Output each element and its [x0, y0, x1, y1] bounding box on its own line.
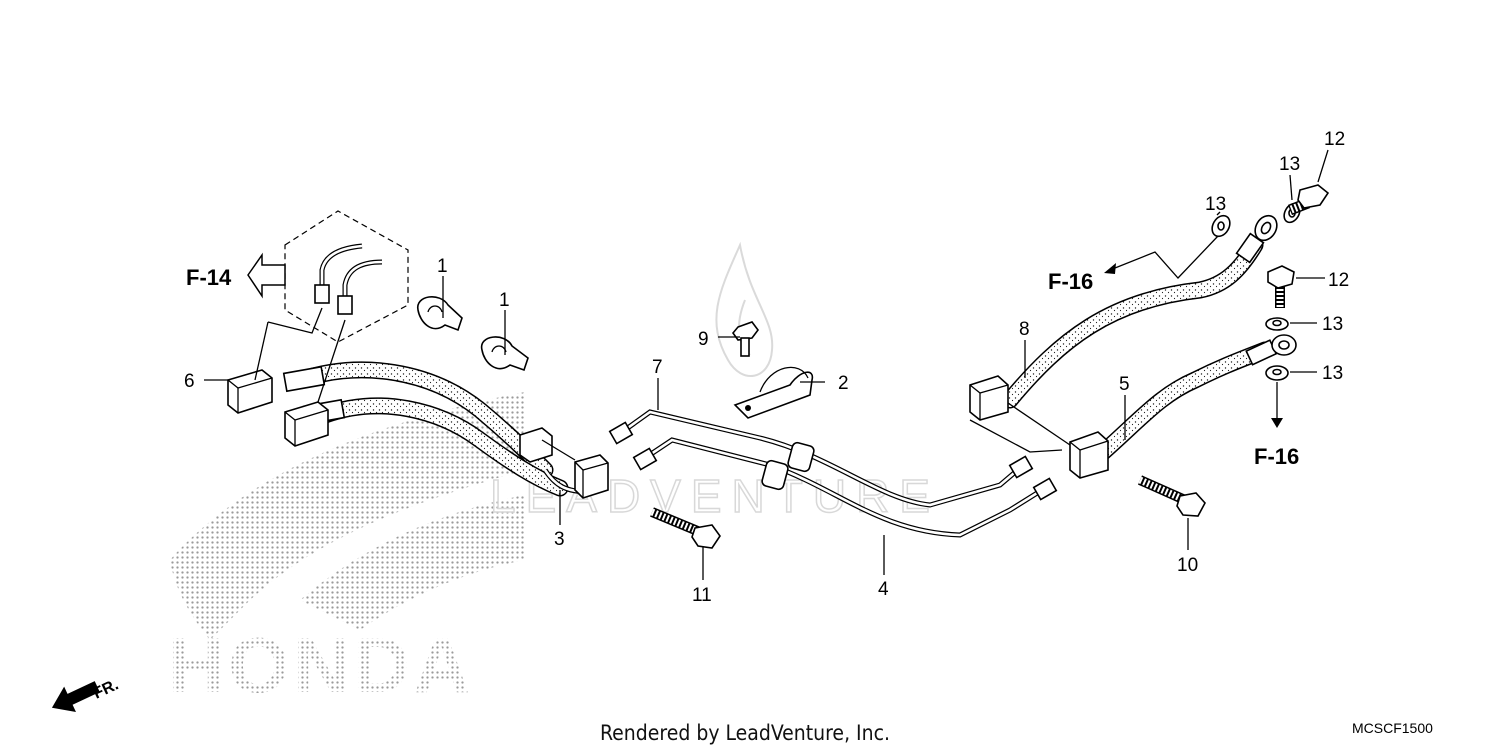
diagram-code: MCSCF1500	[1352, 720, 1433, 736]
f16-lower-label: F-16	[1254, 444, 1299, 469]
f14-label: F-14	[186, 265, 232, 290]
pipe-clamp-2	[733, 366, 814, 419]
callout-leaders	[204, 149, 1329, 580]
callout-8: 8	[1019, 319, 1030, 340]
grommet-upper	[787, 441, 815, 473]
right-hose-5	[1069, 334, 1297, 479]
callout-4: 4	[878, 579, 889, 600]
f16-upper-label: F-16	[1048, 269, 1093, 294]
callout-5: 5	[1119, 374, 1130, 395]
clamp-1a	[417, 296, 463, 332]
callout-10: 10	[1177, 555, 1198, 576]
washer-13a	[1211, 214, 1231, 238]
grommet-lower	[761, 459, 789, 491]
honda-wing-watermark: HONDA	[168, 392, 525, 709]
callout-3: 3	[554, 529, 565, 550]
callout-1b: 1	[499, 290, 510, 311]
left-hose-assembly	[227, 307, 609, 499]
front-direction-indicator: FR.	[51, 676, 122, 712]
callout-6: 6	[184, 371, 195, 392]
callout-13a: 13	[1205, 194, 1226, 215]
callout-12b: 12	[1328, 270, 1349, 291]
f16-lower-reference: F-16	[1254, 382, 1299, 469]
washer-13d	[1265, 365, 1289, 381]
fitting-detail-inset	[284, 210, 409, 343]
callout-1a: 1	[437, 256, 448, 277]
block-5	[1069, 431, 1109, 479]
callout-13b: 13	[1279, 154, 1300, 175]
bolt-12b	[1267, 265, 1295, 308]
front-direction-label: FR.	[91, 676, 122, 702]
block-8	[969, 375, 1009, 421]
f16-upper-reference: F-16	[1048, 235, 1219, 294]
callout-13d: 13	[1322, 363, 1343, 384]
callout-7: 7	[652, 357, 663, 378]
callout-9: 9	[698, 329, 709, 350]
bolt-10	[1137, 475, 1206, 517]
bolt-11	[650, 507, 721, 549]
callout-11: 11	[692, 585, 712, 606]
bolt-9	[731, 321, 759, 357]
joint-block-3b	[574, 454, 609, 499]
bolt-12a	[1288, 184, 1330, 216]
honda-logo-text: HONDA	[168, 621, 474, 709]
center-brake-pipes	[608, 409, 1058, 538]
left-block-6	[227, 369, 273, 414]
f14-reference: F-14	[186, 252, 286, 299]
left-block-lower	[284, 401, 329, 447]
joint-block-3a	[519, 427, 553, 463]
callout-13c: 13	[1322, 314, 1343, 335]
right-hose-8	[969, 214, 1278, 421]
callout-12a: 12	[1324, 129, 1345, 150]
render-credit: Rendered by LeadVenture, Inc.	[600, 721, 890, 745]
washer-13c	[1265, 317, 1289, 331]
callout-2: 2	[838, 373, 849, 394]
